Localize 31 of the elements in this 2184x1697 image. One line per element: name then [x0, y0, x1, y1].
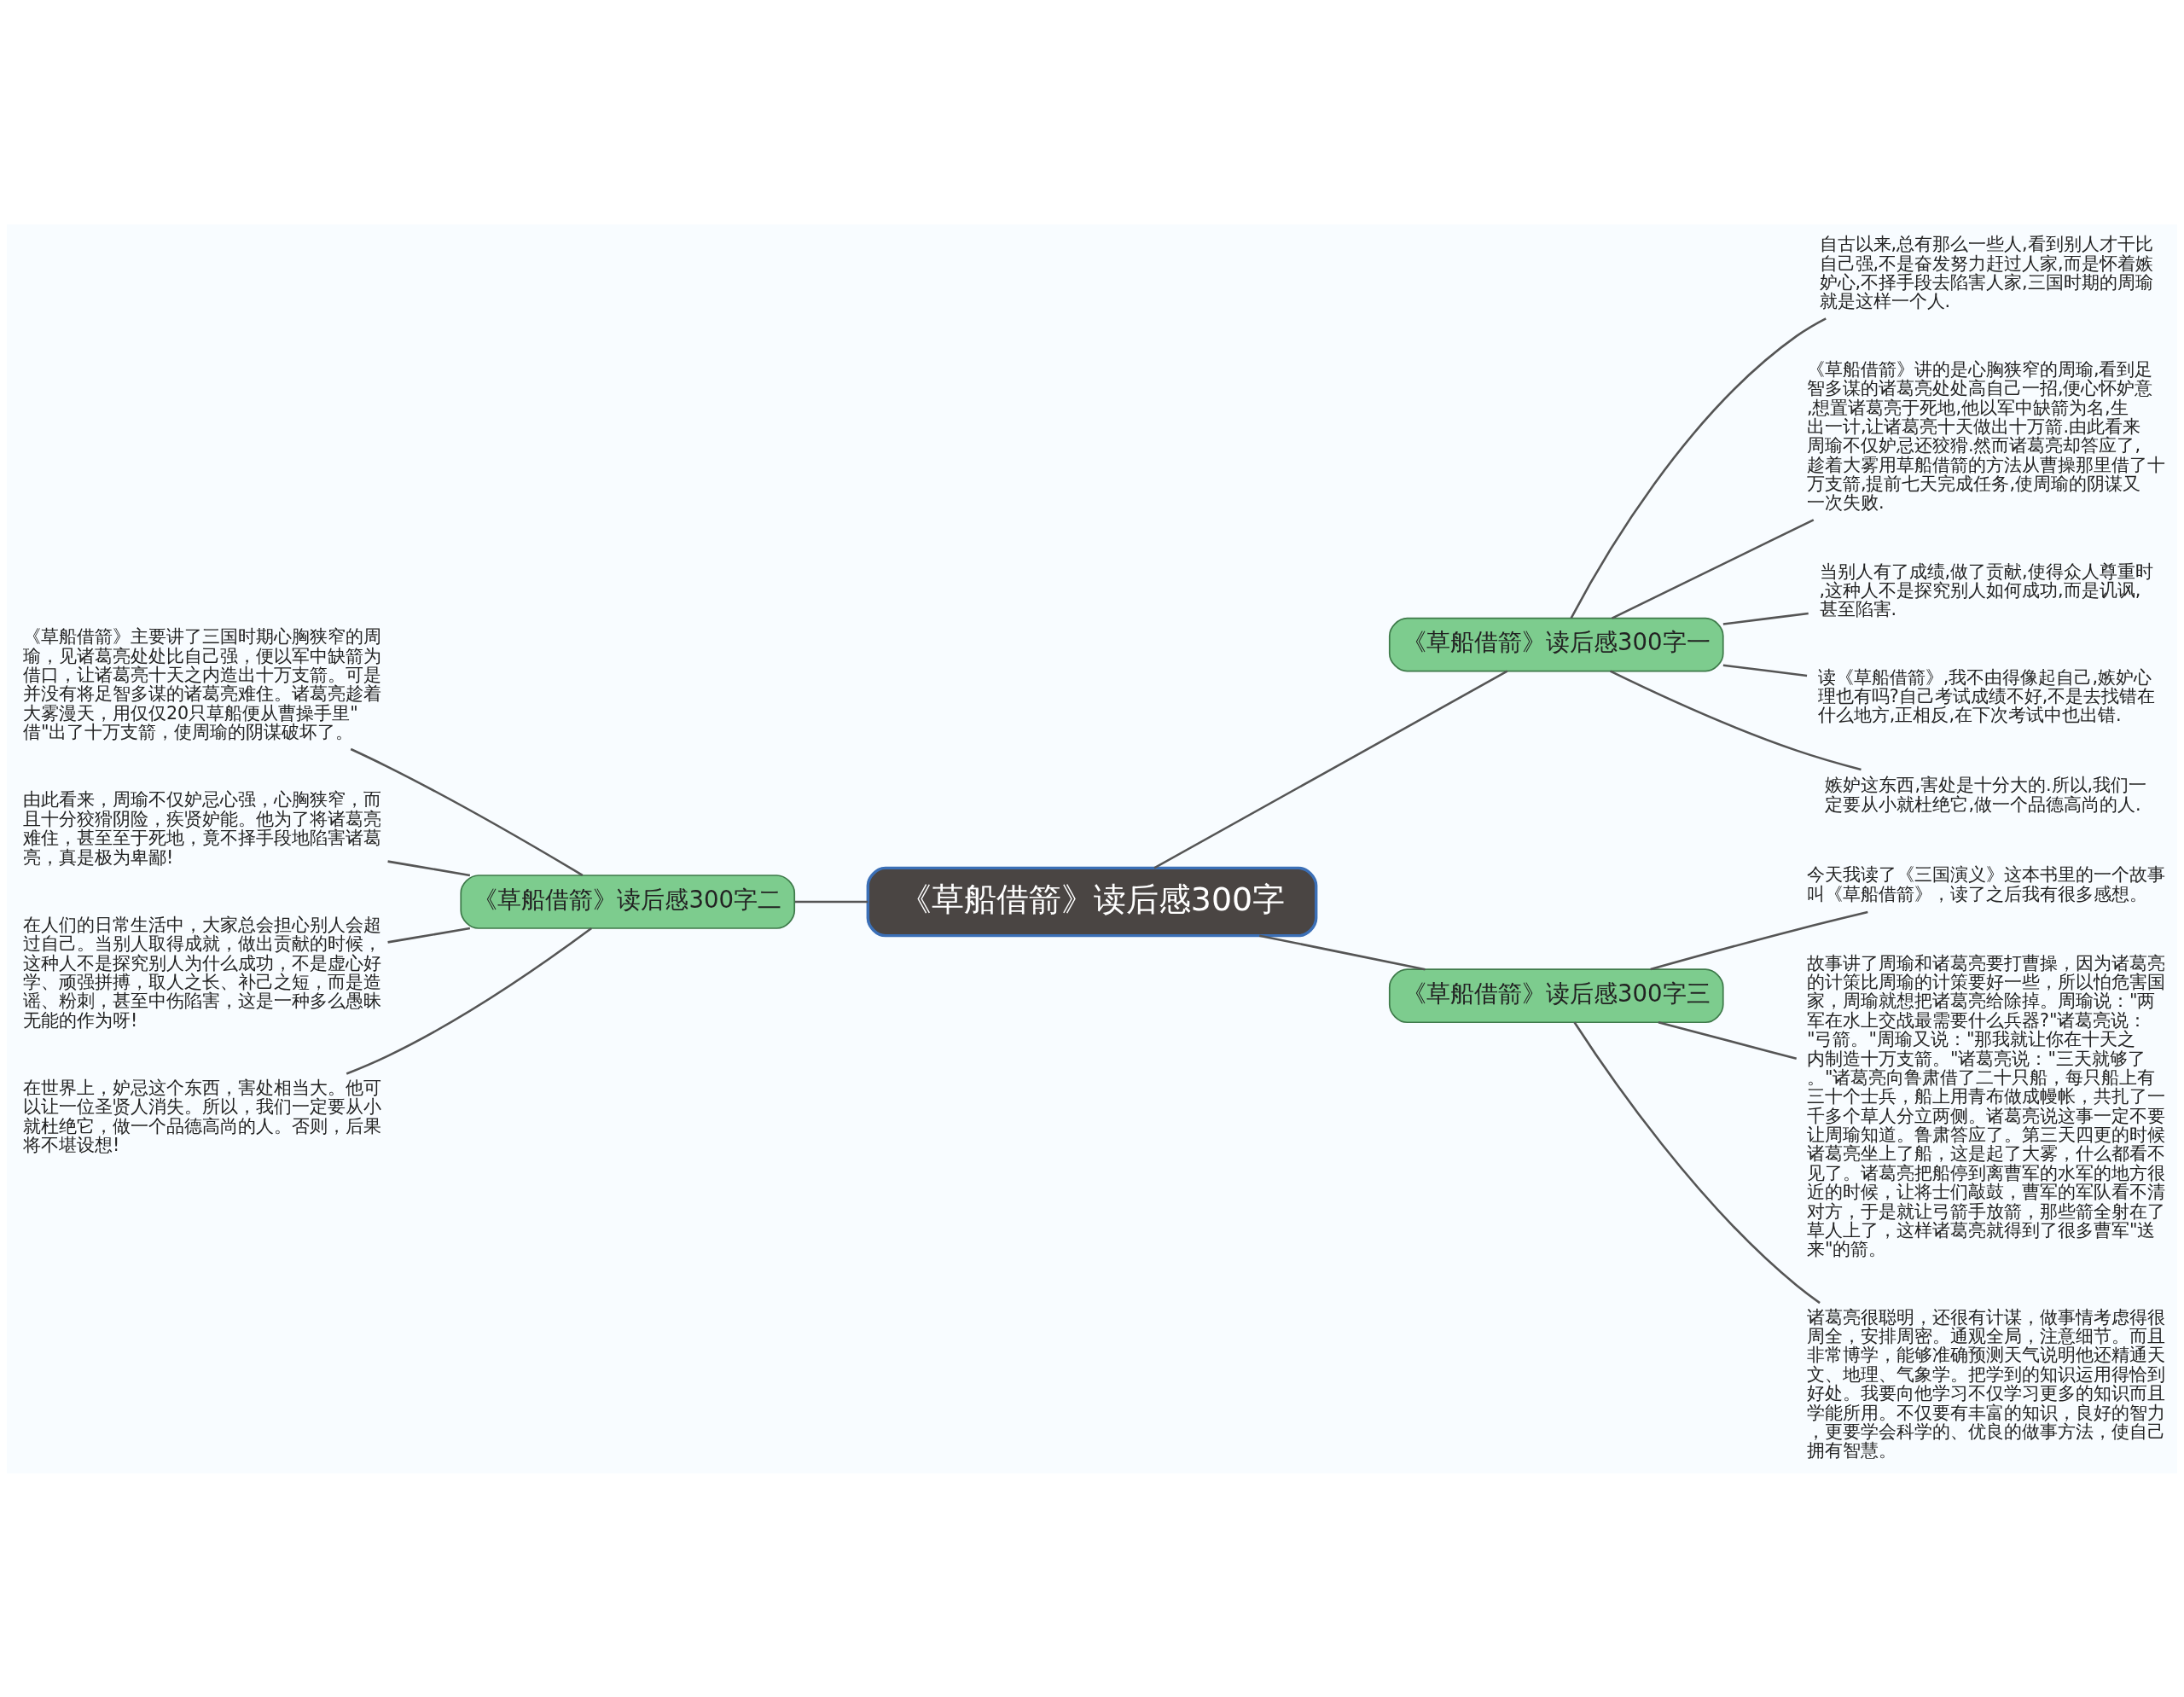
connector	[1722, 663, 1808, 677]
connector	[387, 927, 471, 944]
node-text: 当别人有了成绩,做了贡献,使得众人尊重时,这种人不是探究别人如何成功,而是讥讽,甚至陷害.	[1819, 561, 2153, 619]
connector	[1258, 933, 1426, 970]
node-text: 由此看来，周瑜不仅妒忌心强，心胸狭窄，而且十分狡猾阴险，疾贤妒能。他为了将诸葛亮难住，甚至至于死地，竟不择手段地陷害诸葛亮，真是极为卑鄙!	[22, 788, 381, 868]
connector	[346, 927, 593, 1075]
connector	[1658, 1020, 1798, 1060]
connector	[350, 747, 584, 876]
connector	[1650, 910, 1868, 970]
connector	[1722, 612, 1809, 625]
connector	[1611, 518, 1815, 619]
node-text: 自古以来,总有那么一些人,看到别人才干比自己强,不是奋发努力赶过人家,而是怀着嫉妒心,不择手段去陷害人家,三国时期的周瑜就是这样一个人.	[1819, 233, 2153, 311]
connector	[1573, 1021, 1821, 1304]
node-text: 《草船借箭》主要讲了三国时期心胸狭窄的周瑜，见诸葛亮处处比自己强，便以军中缺箭为借口，让诸葛亮十天之内造出十万支箭。可是并没有将足智多谋的诸葛亮难住。诸葛亮趁着大雾漫天，用仅仅20只草船便从曹操手里"借"出了十万支箭，使周瑜的阴谋破坏了。	[22, 625, 381, 742]
node-text: 诸葛亮很聪明，还很有计谋，做事情考虑得很周全，安排周密。通观全局，注意细节。而且非常博学，能够准确预测天气说明他还精通天文、地理、气象学。把学到的知识运用得恰到好处。我要向他学习不仅学习更多的知识而且学能所用。不仅要有丰富的知识，良好的智力，更要学会科学的、优良的做事方法，使自己拥有智慧。	[1806, 1306, 2165, 1461]
connector	[387, 859, 471, 876]
node-box: 《草船借箭》读后感300字	[866, 866, 1318, 937]
connector	[1609, 670, 1862, 770]
node-text: 在世界上，妒忌这个东西，害处相当大。他可以让一位圣贤人消失。所以，我们一定要从小就杜绝它，做一个品德高尚的人。否则，后果将不堪设想!	[22, 1077, 381, 1155]
node-text: 嫉妒这东西,害处是十分大的.所以,我们一定要从小就杜绝它,做一个品德高尚的人.	[1825, 774, 2147, 815]
node-box: 《草船借箭》读后感300字二	[460, 874, 796, 929]
connector	[1570, 317, 1827, 619]
connector	[794, 900, 868, 903]
node-box: 《草船借箭》读后感300字三	[1388, 968, 1724, 1023]
node-box: 《草船借箭》读后感300字一	[1388, 617, 1724, 671]
node-text: 今天我读了《三国演义》这本书里的一个故事叫《草船借箭》，读了之后我有很多感想。	[1806, 863, 2165, 904]
node-text: 故事讲了周瑜和诸葛亮要打曹操，因为诸葛亮的计策比周瑜的计策要好一些，所以怕危害国家，周瑜就想把诸葛亮给除掉。周瑜说："两军在水上交战最需要什么兵器?"诸葛亮说："弓箭。"周瑜又说："那我就让你在十天之内制造十万支箭。"诸葛亮说："三天就够了。"诸葛亮向鲁肃借了二十只船，每只船上有三十个士兵，船上用青布做成幔帐，共扎了一千多个草人分立两侧。诸葛亮说这事一定不要让周瑜知道。鲁肃答应了。第三天四更的时候诸葛亮坐上了船，这是起了大雾，什么都看不见了。诸葛亮把船停到离曹军的水军的地方很近的时候，让将士们敲鼓，曹军的军队看不清对方，于是就让弓箭手放箭，那些箭全射在了草人上了，这样诸葛亮就得到了很多曹军"送来"的箭。	[1806, 952, 2165, 1259]
node-text: 《草船借箭》讲的是心胸狭窄的周瑜,看到足智多谋的诸葛亮处处高自己一招,便心怀妒意,想置诸葛亮于死地,他以军中缺箭为名,生出一计,让诸葛亮十天做出十万箭.由此看来周瑜不仅妒忌还狡猾.然而诸葛亮却答应了,趁着大雾用草船借箭的方法从曹操那里借了十万支箭,提前七天完成任务,使周瑜的阴谋又一次失败.	[1806, 358, 2165, 513]
node-text: 读《草船借箭》,我不由得像起自己,嫉妒心理也有吗?自己考试成绩不好,不是去找错在什么地方,正相反,在下次考试中也出错.	[1817, 666, 2156, 725]
node-text: 在人们的日常生活中，大家总会担心别人会超过自己。当别人取得成就，做出贡献的时候，这种人不是探究别人为什么成功，不是虚心好学、顽强拼搏，取人之长、补己之短，而是造谣、粉刺，甚至中伤陷害，这是一种多么愚昧无能的作为呀!	[22, 914, 381, 1031]
connector	[1153, 670, 1508, 869]
